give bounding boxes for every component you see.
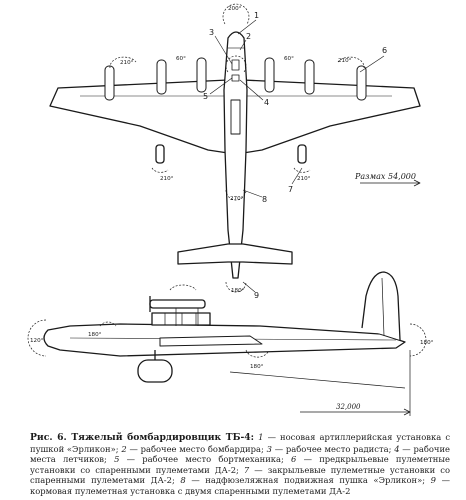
angle-belly: 270°	[230, 196, 244, 202]
callout-1: 1	[254, 11, 259, 20]
caption-item-6: 6 — предкрыльевые пулеметные установки с…	[30, 454, 450, 475]
side-gear	[137, 350, 173, 383]
callout-7: 7	[288, 185, 293, 194]
angle-mid-left: 60°	[176, 56, 186, 62]
angle-nose-top: 200°	[228, 6, 242, 12]
caption-item-1: 1 — носовая артиллерийская установка с п…	[30, 432, 451, 454]
callout-labels: 1 2 3 4 5 6 7 8 9	[203, 11, 387, 300]
callout-3: 3	[209, 28, 214, 37]
callout-4: 4	[264, 98, 269, 107]
callout-2: 2	[246, 32, 251, 41]
angle-tail: 180°	[231, 288, 245, 294]
angle-labels: 200° 210° 210° 60° 60° 210° 210° 270° 18…	[30, 6, 434, 370]
angle-under-left: 210°	[160, 176, 174, 182]
angle-side-low: 180°	[250, 364, 264, 370]
callout-8: 8	[262, 195, 267, 204]
caption-item-4: 4 — рабочие места летчиков;	[30, 443, 450, 465]
angle-side-mid: 180°	[88, 332, 102, 338]
side-fin	[361, 271, 401, 341]
plan-tailplane	[177, 243, 293, 265]
angle-under-right: 210°	[297, 176, 311, 182]
figure-caption: Рис. 6. Тяжелый бомбардировщик ТБ-4: 1 —…	[30, 432, 450, 497]
caption-item-8: 8 — надфюзеляжная подвижная пушка «Эрлик…	[180, 475, 426, 486]
plan-engines	[104, 57, 367, 101]
caption-title: Рис. 6. Тяжелый бомбардировщик ТБ-4:	[30, 432, 255, 443]
caption-item-5: 5 — рабочее место бортмеханика;	[114, 454, 284, 465]
angle-mid-right: 60°	[284, 56, 294, 62]
span-dimension-label: Размах 54,000	[354, 172, 416, 181]
length-dimension-label: 32,000	[336, 403, 361, 411]
angle-wing-left: 210°	[120, 60, 134, 66]
plan-fuselage	[223, 31, 248, 279]
angle-side-tail: 180°	[420, 340, 434, 346]
callout-5: 5	[203, 92, 208, 101]
angle-side-nose: 120°	[30, 338, 44, 344]
caption-item-2: 2 — рабочее место бомбардира;	[121, 443, 264, 454]
caption-item-9: 9 — кормовая пулеметная установка с двум…	[30, 475, 450, 496]
angle-wing-right: 210°	[338, 58, 352, 64]
caption-item-7: 7 — закрыльевые пулеметные установки со …	[30, 464, 450, 486]
callout-9: 9	[254, 291, 259, 300]
caption-item-3: 3 — рабочее место радиста;	[266, 443, 392, 454]
callout-6: 6	[382, 46, 387, 55]
caption-items: 1 — носовая артиллерийская установка с п…	[30, 432, 450, 496]
aircraft-drawing: 1 2 3 4 5 6 7 8 9 200° 210° 210° 60° 60°…	[27, 3, 434, 416]
plan-view	[49, 3, 421, 293]
side-engines	[149, 296, 206, 326]
side-view	[27, 271, 427, 416]
